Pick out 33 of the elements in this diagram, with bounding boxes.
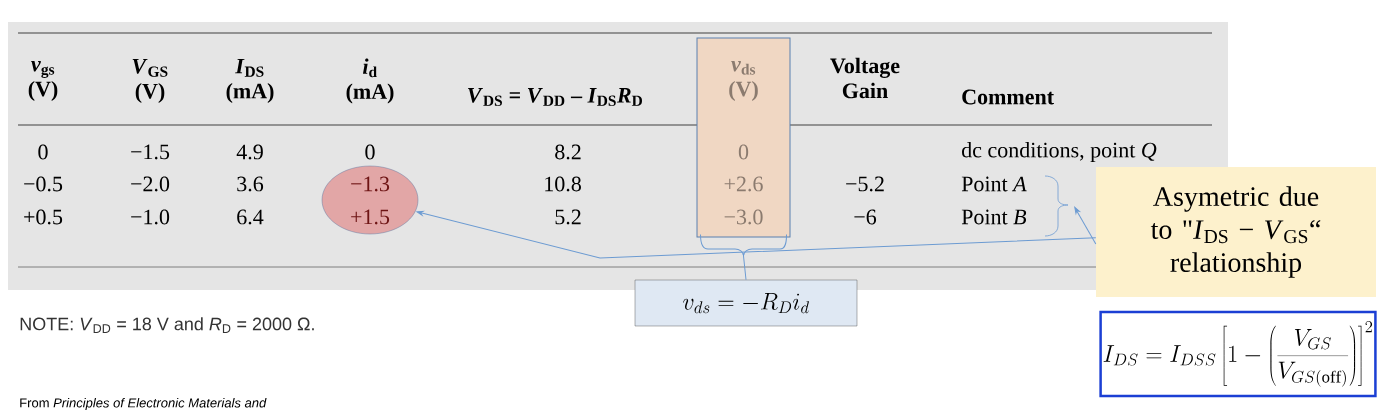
bracket-connector: [700, 234, 787, 281]
column-header: I$_{DS}$ (mA): [226, 58, 274, 104]
highlight-column: v$_{ds}$ (V) 0 +2.6 −3.0: [696, 37, 791, 238]
table-cell: Point B: [961, 209, 1027, 225]
column-header: v$_{gs}$ (V): [28, 61, 58, 101]
table-cell: 10.8: [545, 176, 581, 192]
table-cell: 5.2: [555, 209, 581, 225]
table-cell: −0.5: [24, 176, 63, 192]
arrow: [1074, 206, 1097, 245]
source-text: From Principles of Electronic Materials and: [20, 397, 267, 411]
table-cell: 0: [38, 144, 48, 160]
column-header: V$_{GS}$ (V): [132, 58, 168, 104]
table-cell: +0.5: [24, 209, 63, 225]
formula-box: $I_{DS} = I_{DSS}\left[1-\left(\frac{V_{GS}}{V_{GS(\mathrm{off})}}\right)\right]^2$: [1099, 310, 1377, 398]
column-header: Voltage Gain: [830, 57, 900, 99]
formula-box: $v_{ds} = -R_D i_d$: [634, 279, 858, 327]
table-cell: −6: [854, 209, 877, 225]
table-cell: Point A: [961, 176, 1027, 192]
note-text: NOTE: V$_{DD}$ = 18 V and R$_{D}$ = 2000 Ω.: [20, 317, 314, 333]
table-cell: −1.5: [131, 144, 170, 160]
table-cell: 3.6: [237, 176, 264, 192]
arrow: [416, 210, 1097, 259]
table-cell: −2.0: [131, 176, 170, 192]
table-cell: −5.2: [846, 176, 884, 192]
table-cell: −1.0: [131, 209, 170, 225]
table-cell: 4.9: [236, 144, 263, 160]
note-box: Asymetric due to "I$_{DS}$ − V$_{GS}$“ relationship: [1096, 167, 1376, 297]
table-cell: 6.4: [237, 209, 264, 225]
column-header: V$_{DS}$ = V$_{DD}$ – I$_{DS}$R$_{D}$: [468, 88, 642, 106]
column-header: i$_{d}$ (mA): [346, 58, 394, 104]
table-cell: dc conditions, point Q: [962, 142, 1157, 162]
table-cell: 8.2: [555, 144, 581, 160]
column-header: Comment: [962, 89, 1054, 105]
